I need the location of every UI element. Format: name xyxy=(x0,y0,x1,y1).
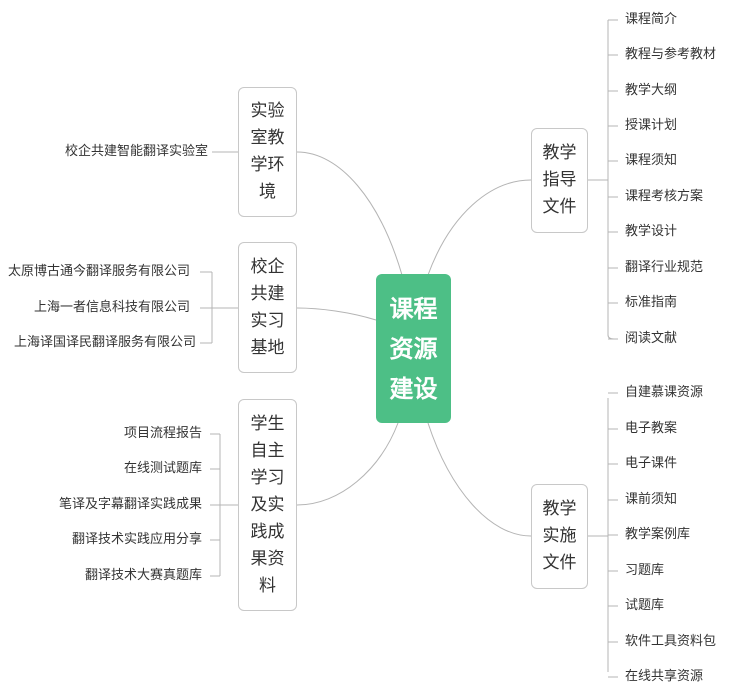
leaf-guide-0[interactable]: 课程简介 xyxy=(625,12,678,27)
leaf-guide-7[interactable]: 翻译行业规范 xyxy=(625,260,704,275)
leaf-guide-3[interactable]: 授课计划 xyxy=(625,118,678,133)
leaf-guide-4[interactable]: 课程须知 xyxy=(625,153,678,168)
leaf-impl-3[interactable]: 课前须知 xyxy=(625,492,678,507)
leaf-student-4[interactable]: 翻译技术大赛真题库 xyxy=(84,568,202,583)
student-bracket xyxy=(210,433,238,577)
leaf-impl-5[interactable]: 习题库 xyxy=(625,563,665,578)
leaf-guide-6[interactable]: 教学设计 xyxy=(625,224,678,239)
leaf-impl-7[interactable]: 软件工具资料包 xyxy=(625,634,717,649)
topic-teaching-guide[interactable]: 教学 指导 文件 xyxy=(531,128,588,233)
leaf-impl-0[interactable]: 自建慕课资源 xyxy=(625,385,704,400)
topic-lab-environment[interactable]: 实验 室教 学环 境 xyxy=(238,87,297,217)
leaf-impl-1[interactable]: 电子教案 xyxy=(625,421,678,436)
leaf-guide-9[interactable]: 阅读文献 xyxy=(625,331,678,346)
topic-teaching-implementation[interactable]: 教学 实施 文件 xyxy=(531,484,588,589)
link-center-guide xyxy=(427,179,532,276)
base-bracket xyxy=(200,271,238,344)
leaf-guide-2[interactable]: 教学大纲 xyxy=(625,83,678,98)
leaf-impl-8[interactable]: 在线共享资源 xyxy=(625,669,704,684)
impl-ticks xyxy=(608,392,618,678)
leaf-base-1[interactable]: 上海一者信息科技有限公司 xyxy=(33,300,190,315)
leaf-impl-4[interactable]: 教学案例库 xyxy=(625,527,691,542)
leaf-base-0[interactable]: 太原博古通今翻译服务有限公司 xyxy=(7,264,190,279)
leaf-student-3[interactable]: 翻译技术实践应用分享 xyxy=(71,532,202,547)
link-center-lab xyxy=(296,151,403,276)
leaf-student-2[interactable]: 笔译及字幕翻译实践成果 xyxy=(58,497,202,512)
leaf-impl-6[interactable]: 试题库 xyxy=(625,598,665,613)
leaf-guide-5[interactable]: 课程考核方案 xyxy=(625,189,704,204)
leaf-lab-0[interactable]: 校企共建智能翻译实验室 xyxy=(64,144,208,159)
leaf-base-2[interactable]: 上海译国译民翻译服务有限公司 xyxy=(13,335,196,350)
leaf-student-0[interactable]: 项目流程报告 xyxy=(123,426,202,441)
link-center-impl xyxy=(427,422,532,537)
leaf-impl-2[interactable]: 电子课件 xyxy=(625,456,678,471)
leaf-guide-1[interactable]: 教程与参考教材 xyxy=(625,47,717,62)
leaf-student-1[interactable]: 在线测试题库 xyxy=(123,461,202,476)
impl-bracket xyxy=(588,398,609,672)
topic-student-results[interactable]: 学生 自主 学习 及实 践成 果资 料 xyxy=(238,399,297,611)
guide-bracket xyxy=(588,28,609,335)
link-center-student xyxy=(296,422,399,506)
center-node[interactable]: 课程 资源 建设 xyxy=(376,274,451,423)
guide-ticks xyxy=(607,19,618,340)
link-center-base xyxy=(296,307,377,321)
topic-internship-base[interactable]: 校企 共建 实习 基地 xyxy=(238,242,297,373)
leaf-guide-8[interactable]: 标准指南 xyxy=(625,295,678,310)
